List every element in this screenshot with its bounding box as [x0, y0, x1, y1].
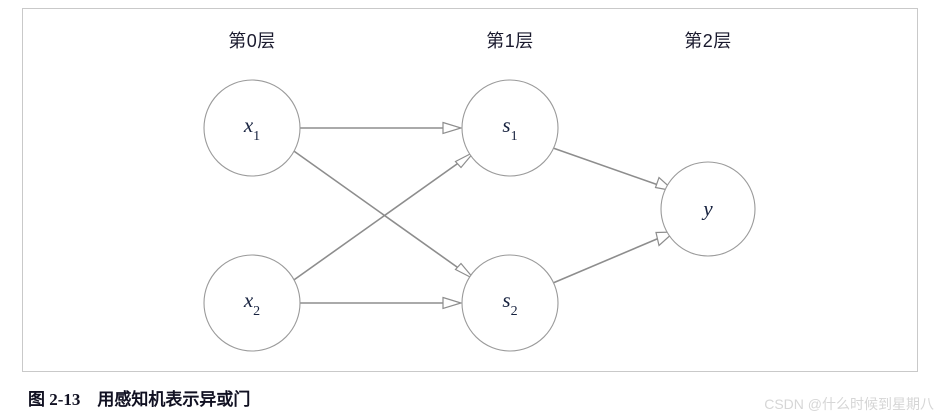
- layer-heading-0: 第0层: [228, 31, 276, 51]
- node-sub-x2: 2: [253, 304, 261, 320]
- figure-caption-text: 用感知机表示异或门: [97, 390, 251, 409]
- figure-caption-number: 图 2-13: [28, 390, 81, 409]
- node-label-x1: x1: [243, 112, 261, 145]
- node-sub-x1: 1: [253, 129, 261, 145]
- figure-caption: 图 2-13 用感知机表示异或门: [28, 385, 250, 410]
- node-base-x1: x: [243, 112, 254, 137]
- node-label-s2: s2: [502, 287, 518, 320]
- node-label-x2: x2: [243, 287, 261, 320]
- layer-heading-2: 第2层: [684, 31, 732, 51]
- node-base-x2: x: [243, 287, 254, 312]
- node-base-s1: s: [502, 112, 511, 137]
- node-base-y: y: [703, 196, 713, 221]
- node-sub-s2: 2: [510, 304, 518, 320]
- node-label-y: y: [703, 196, 713, 221]
- figure-border-box: [22, 8, 918, 372]
- layer-heading-1: 第1层: [486, 31, 534, 51]
- node-label-s1: s1: [502, 112, 518, 145]
- csdn-watermark: CSDN @什么时候到星期八: [764, 396, 934, 412]
- node-sub-s1: 1: [510, 129, 518, 145]
- node-base-s2: s: [502, 287, 511, 312]
